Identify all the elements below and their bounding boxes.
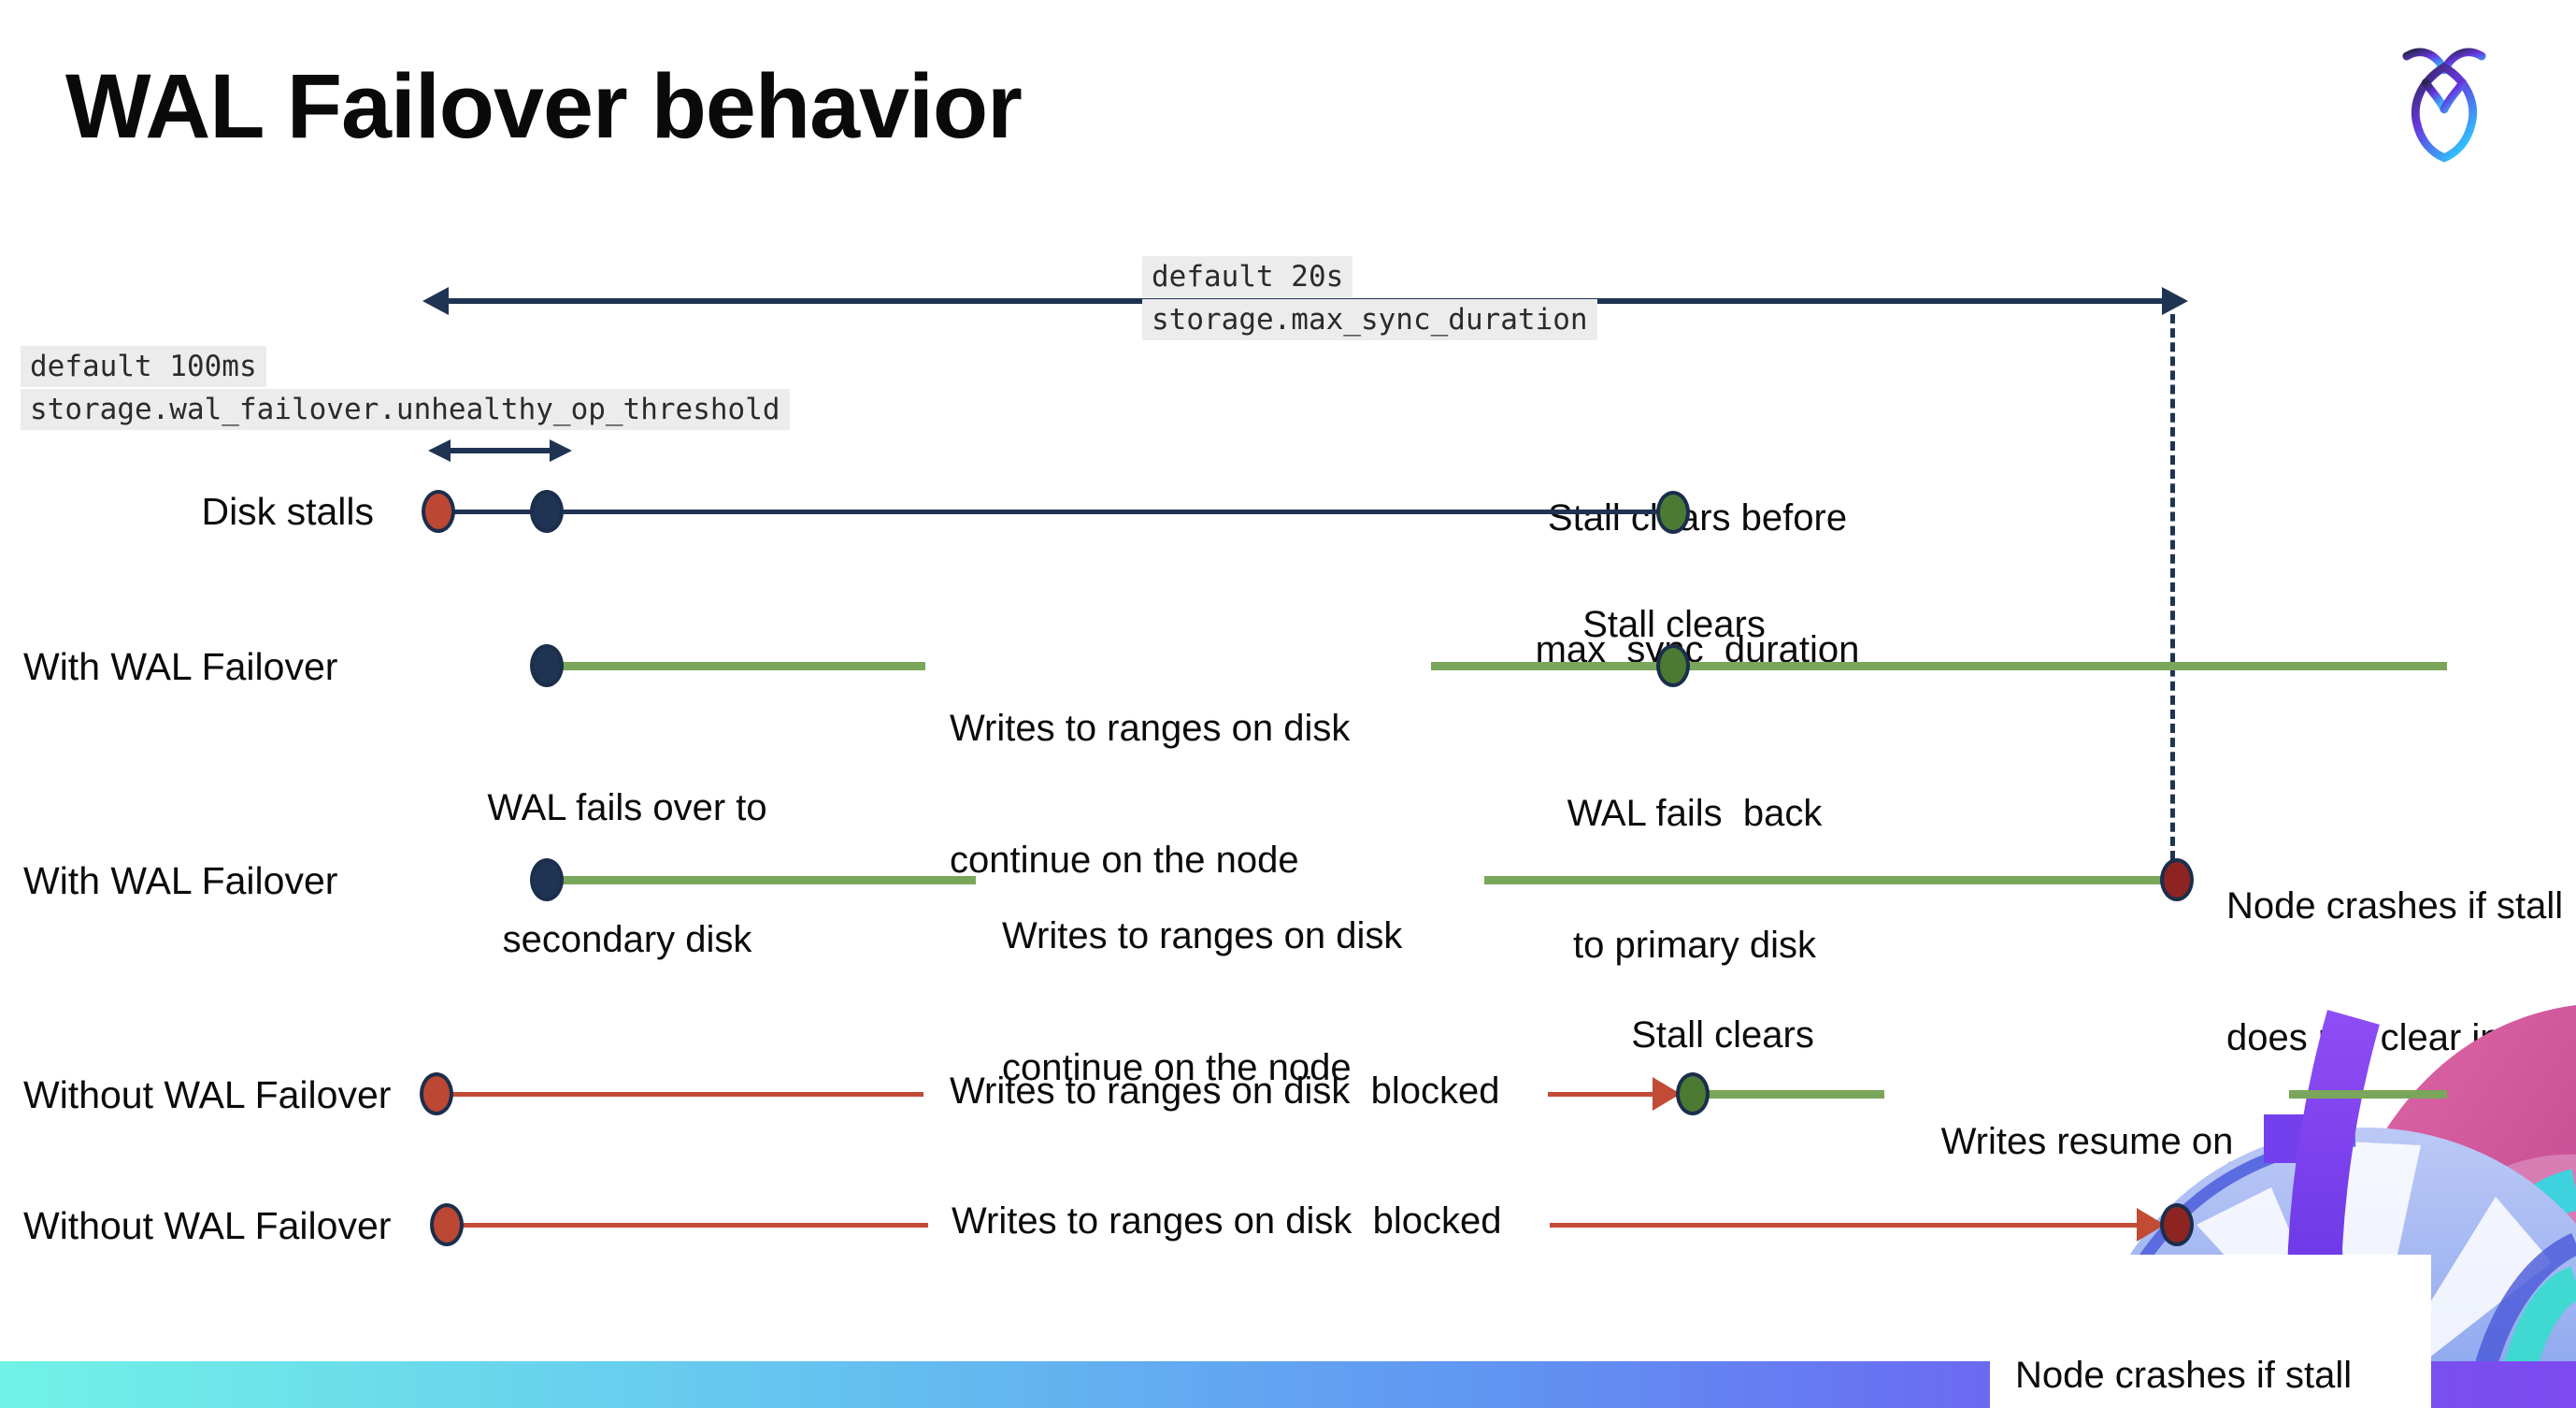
node-crash-note-box: Node crashes if stall does not clear in … xyxy=(1990,1255,2431,1408)
row-label: With WAL Failover xyxy=(23,859,338,902)
stall-start-dot xyxy=(420,1072,453,1115)
stall-clears-label: Stall clears xyxy=(1582,604,1766,645)
row-label: With WAL Failover xyxy=(23,645,338,688)
page-title: WAL Failover behavior xyxy=(65,55,1023,157)
stall-clears-dot xyxy=(1656,644,1690,687)
writes-blocked-note: Writes to ranges on disk blocked xyxy=(950,1070,1500,1112)
stall-clears-dot xyxy=(1656,491,1690,534)
unhealthy-op-setting-label: storage.wal_failover.unhealthy_op_thresh… xyxy=(21,389,790,430)
cockroachdb-logo-icon xyxy=(2402,48,2486,163)
stall-start-dot xyxy=(430,1203,464,1246)
failover-threshold-dot xyxy=(530,490,564,533)
row-label: Disk stalls xyxy=(201,490,374,533)
row-label: Without WAL Failover xyxy=(23,1204,392,1247)
failover-dot xyxy=(530,858,564,901)
stall-clears-label: Stall clears xyxy=(1631,1014,1814,1056)
node-crash-dot xyxy=(2160,1203,2194,1246)
writes-continue-note: Writes to ranges on disk continue on the… xyxy=(1002,915,1403,1088)
max-sync-default-label: default 20s xyxy=(1142,256,1353,297)
stall-start-dot xyxy=(422,490,455,533)
unhealthy-op-default-label: default 100ms xyxy=(21,346,266,387)
writes-blocked-note: Writes to ranges on disk blocked xyxy=(952,1200,1502,1242)
failback-primary-note: WAL fails back to primary disk xyxy=(1567,793,1823,966)
max-sync-setting-label: storage.max_sync_duration xyxy=(1142,299,1597,340)
dashed-deadline-line xyxy=(2170,314,2175,860)
stall-clears-dot xyxy=(1676,1072,1710,1115)
failover-dot xyxy=(530,644,564,687)
row-label: Without WAL Failover xyxy=(23,1073,392,1116)
node-crash-note: Node crashes if stall does not clear in … xyxy=(2015,1355,2353,1396)
node-crash-dot xyxy=(2160,858,2194,901)
writes-continue-note: Writes to ranges on disk continue on the… xyxy=(950,708,1351,881)
failover-secondary-note: WAL fails over to secondary disk xyxy=(487,787,767,960)
